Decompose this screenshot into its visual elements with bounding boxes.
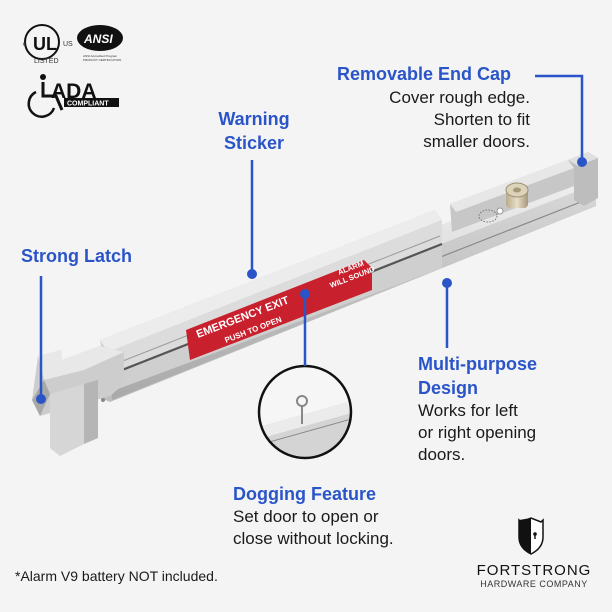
svg-text:LISTED: LISTED xyxy=(34,58,59,65)
strong-latch-title: Strong Latch xyxy=(21,246,132,266)
svg-text:ADA: ADA xyxy=(51,80,97,103)
ul-listed-logo: UL c US LISTED xyxy=(23,24,73,65)
brand-logo: FORTSTRONG HARDWARE COMPANY xyxy=(474,562,594,589)
warning-title-line: Sticker xyxy=(223,133,285,153)
svg-text:UL: UL xyxy=(33,34,57,54)
multi-title-line: Multi-purpose xyxy=(418,354,537,374)
svg-text:US: US xyxy=(63,41,73,48)
multi-line: doors. xyxy=(418,445,466,464)
svg-text:ANSI: ANSI xyxy=(83,32,113,46)
multi-title-line: Design xyxy=(418,378,479,398)
fortstrong-shield-icon xyxy=(518,517,544,555)
multi-purpose-callout: Multi-purpose Design Works for left or r… xyxy=(418,352,537,466)
callout-lines xyxy=(36,74,587,404)
dogging-callout: Dogging Feature Set door to open or clos… xyxy=(233,482,394,550)
end-cap-description: Cover rough edge. Shorten to fit smaller… xyxy=(310,87,530,153)
multi-line: or right opening xyxy=(418,423,537,442)
end-cap-line: Shorten to fit xyxy=(433,110,530,129)
key-cylinder xyxy=(505,182,529,208)
ada-compliant-logo: ADA COMPLIANT xyxy=(27,74,119,118)
end-cap-line: smaller doors. xyxy=(423,132,530,151)
svg-text:c: c xyxy=(23,41,27,48)
dogging-detail-inset xyxy=(257,364,353,460)
dogging-line: close without locking. xyxy=(233,529,394,548)
ansi-logo: ANSI ANSI Accredited Program PRODUCT CER… xyxy=(77,25,123,62)
dogging-title: Dogging Feature xyxy=(233,484,376,504)
battery-footnote: *Alarm V9 battery NOT included. xyxy=(15,568,218,584)
latch-head xyxy=(32,346,124,456)
svg-text:PRODUCT CERTIFICATION: PRODUCT CERTIFICATION xyxy=(83,58,121,62)
svg-text:ANSI Accredited Program: ANSI Accredited Program xyxy=(83,54,118,58)
end-cap-title: Removable End Cap xyxy=(337,64,512,84)
end-cap-line: Cover rough edge. xyxy=(389,88,530,107)
warning-title-line: Warning xyxy=(218,109,290,129)
warning-sticker-title: Warning Sticker xyxy=(213,107,295,155)
brand-name: FORTSTRONG xyxy=(476,562,592,579)
dogging-line: Set door to open or xyxy=(233,507,379,526)
svg-text:COMPLIANT: COMPLIANT xyxy=(67,101,109,108)
brand-tagline: HARDWARE COMPANY xyxy=(480,579,588,589)
multi-line: Works for left xyxy=(418,401,518,420)
